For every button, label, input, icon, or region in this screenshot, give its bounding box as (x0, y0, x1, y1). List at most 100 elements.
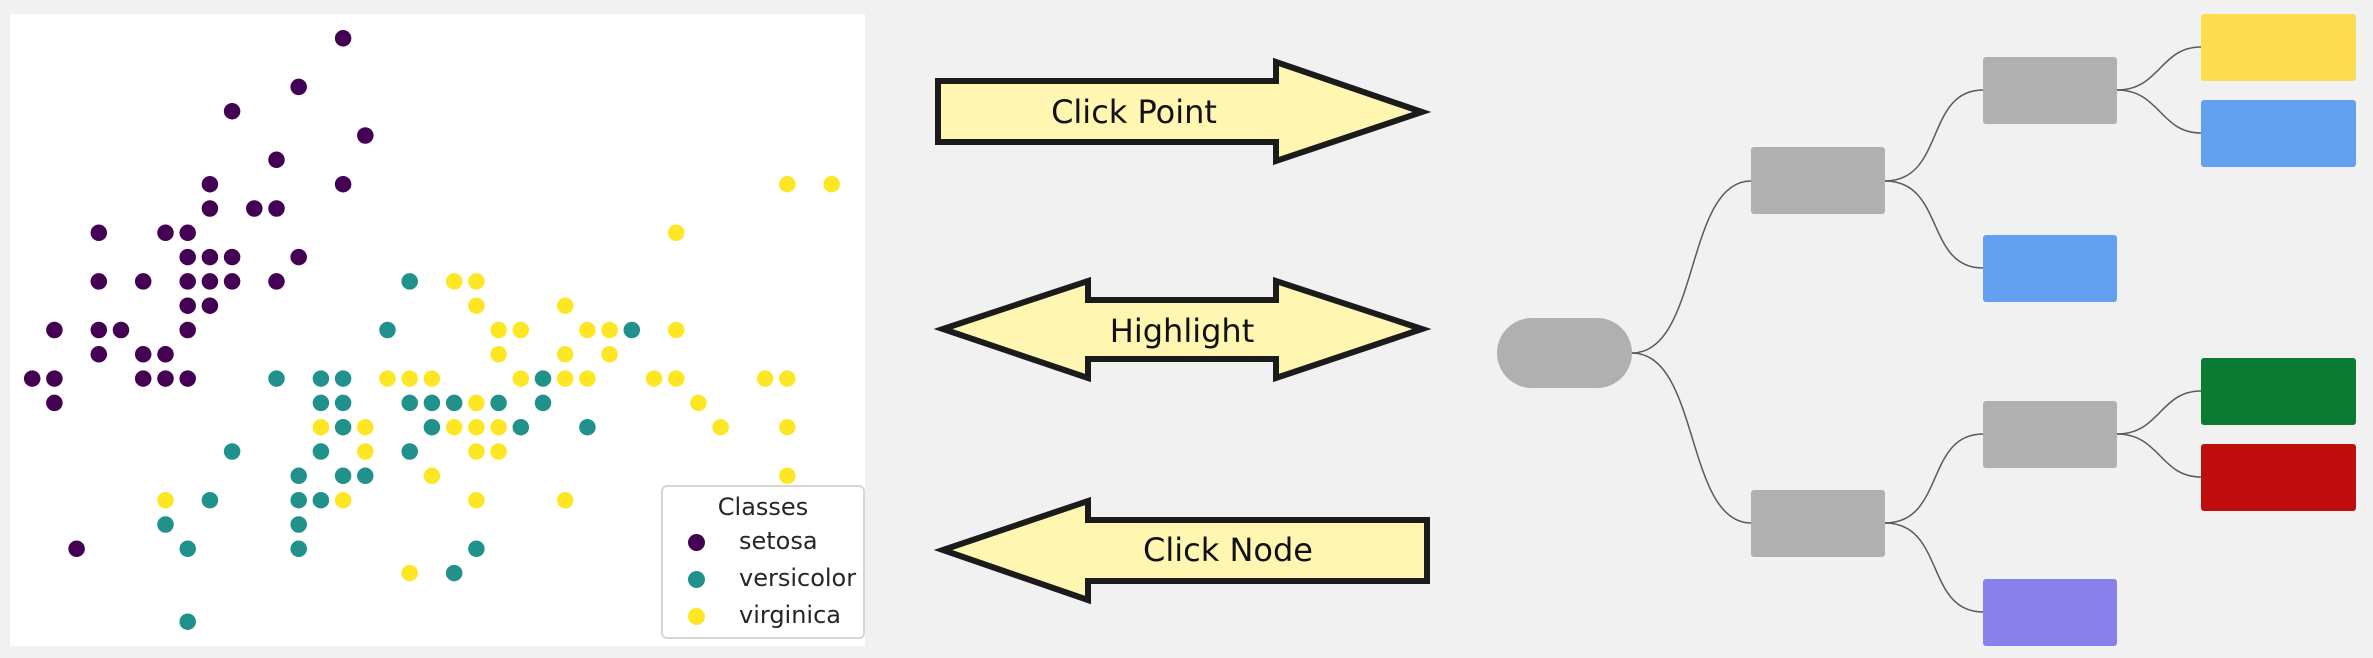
tree-leaf-yellow[interactable] (2201, 14, 2356, 81)
data-point-virginica[interactable] (466, 490, 487, 510)
data-point-versicolor[interactable] (333, 417, 353, 437)
data-point-virginica[interactable] (777, 417, 798, 437)
data-point-versicolor[interactable] (444, 563, 464, 583)
data-point-setosa[interactable] (177, 247, 198, 267)
data-point-virginica[interactable] (511, 320, 531, 340)
data-point-setosa[interactable] (155, 223, 176, 243)
data-point-setosa[interactable] (177, 223, 198, 243)
data-point-setosa[interactable] (222, 271, 242, 292)
tree-node-upper-branch[interactable] (1751, 147, 1885, 214)
data-point-virginica[interactable] (311, 417, 331, 437)
tree-root-node[interactable] (1497, 318, 1632, 388)
data-point-virginica[interactable] (488, 320, 509, 340)
data-point-setosa[interactable] (89, 223, 109, 243)
tree-leaf-blue[interactable] (2201, 100, 2356, 167)
data-point-setosa[interactable] (177, 368, 198, 389)
data-point-setosa[interactable] (133, 344, 153, 365)
data-point-virginica[interactable] (333, 490, 353, 510)
data-point-virginica[interactable] (422, 466, 442, 486)
data-point-versicolor[interactable] (177, 539, 198, 559)
data-point-versicolor[interactable] (377, 320, 398, 340)
data-point-versicolor[interactable] (288, 514, 309, 535)
data-point-setosa[interactable] (44, 368, 65, 389)
data-point-setosa[interactable] (111, 320, 131, 340)
data-point-virginica[interactable] (466, 441, 487, 462)
data-point-virginica[interactable] (399, 563, 420, 583)
data-point-virginica[interactable] (511, 368, 531, 389)
data-point-setosa[interactable] (200, 271, 220, 292)
data-point-virginica[interactable] (466, 295, 487, 316)
data-point-setosa[interactable] (266, 198, 287, 219)
data-point-setosa[interactable] (200, 247, 220, 267)
data-point-versicolor[interactable] (399, 393, 420, 413)
data-point-setosa[interactable] (44, 393, 65, 413)
data-point-setosa[interactable] (200, 295, 220, 316)
data-point-virginica[interactable] (577, 368, 598, 389)
data-point-setosa[interactable] (200, 198, 220, 219)
data-point-virginica[interactable] (355, 417, 376, 437)
data-point-versicolor[interactable] (399, 441, 420, 462)
scatter-plot[interactable] (10, 14, 865, 646)
data-point-versicolor[interactable] (266, 368, 287, 389)
data-point-virginica[interactable] (777, 174, 798, 194)
data-point-versicolor[interactable] (399, 271, 420, 292)
data-point-setosa[interactable] (177, 295, 198, 316)
data-point-virginica[interactable] (666, 368, 686, 389)
data-point-setosa[interactable] (89, 344, 109, 365)
data-point-setosa[interactable] (288, 247, 309, 267)
data-point-setosa[interactable] (44, 320, 65, 340)
data-point-versicolor[interactable] (466, 539, 487, 559)
data-point-setosa[interactable] (266, 150, 287, 170)
data-point-virginica[interactable] (488, 344, 509, 365)
data-point-versicolor[interactable] (622, 320, 642, 340)
data-point-virginica[interactable] (399, 368, 420, 389)
data-point-setosa[interactable] (177, 320, 198, 340)
data-point-versicolor[interactable] (288, 539, 309, 559)
data-point-setosa[interactable] (200, 174, 220, 194)
data-point-setosa[interactable] (22, 368, 42, 389)
data-point-virginica[interactable] (466, 417, 487, 437)
data-point-virginica[interactable] (666, 223, 686, 243)
data-point-virginica[interactable] (599, 344, 620, 365)
data-point-setosa[interactable] (133, 368, 153, 389)
data-point-virginica[interactable] (755, 368, 775, 389)
data-point-setosa[interactable] (133, 271, 153, 292)
data-point-versicolor[interactable] (177, 611, 198, 632)
data-point-virginica[interactable] (555, 368, 575, 389)
tree-node-upper-split[interactable] (1983, 57, 2117, 124)
data-point-virginica[interactable] (599, 320, 620, 340)
tree-node-lower-branch[interactable] (1751, 490, 1885, 557)
data-point-versicolor[interactable] (422, 417, 442, 437)
data-point-virginica[interactable] (466, 271, 487, 292)
tree-leaf-green[interactable] (2201, 358, 2356, 425)
data-point-versicolor[interactable] (288, 490, 309, 510)
data-point-virginica[interactable] (710, 417, 731, 437)
data-point-setosa[interactable] (333, 174, 353, 194)
data-point-virginica[interactable] (777, 368, 798, 389)
data-point-versicolor[interactable] (333, 393, 353, 413)
data-point-virginica[interactable] (377, 368, 398, 389)
data-point-virginica[interactable] (555, 490, 575, 510)
data-point-versicolor[interactable] (311, 490, 331, 510)
data-point-setosa[interactable] (89, 320, 109, 340)
data-point-virginica[interactable] (355, 441, 376, 462)
data-point-versicolor[interactable] (422, 393, 442, 413)
data-point-setosa[interactable] (155, 344, 176, 365)
data-point-setosa[interactable] (244, 198, 265, 219)
data-point-setosa[interactable] (288, 77, 309, 97)
data-point-versicolor[interactable] (333, 368, 353, 389)
data-point-virginica[interactable] (422, 368, 442, 389)
data-point-versicolor[interactable] (155, 514, 176, 535)
data-point-virginica[interactable] (488, 441, 509, 462)
data-point-versicolor[interactable] (488, 393, 509, 413)
data-point-setosa[interactable] (89, 271, 109, 292)
data-point-virginica[interactable] (777, 466, 798, 486)
data-point-virginica[interactable] (444, 417, 464, 437)
data-point-versicolor[interactable] (511, 417, 531, 437)
data-point-virginica[interactable] (488, 417, 509, 437)
data-point-setosa[interactable] (222, 101, 242, 121)
tree-node-lower-split[interactable] (1983, 401, 2117, 468)
data-point-virginica[interactable] (466, 393, 487, 413)
data-point-virginica[interactable] (555, 344, 575, 365)
data-point-versicolor[interactable] (533, 393, 553, 413)
